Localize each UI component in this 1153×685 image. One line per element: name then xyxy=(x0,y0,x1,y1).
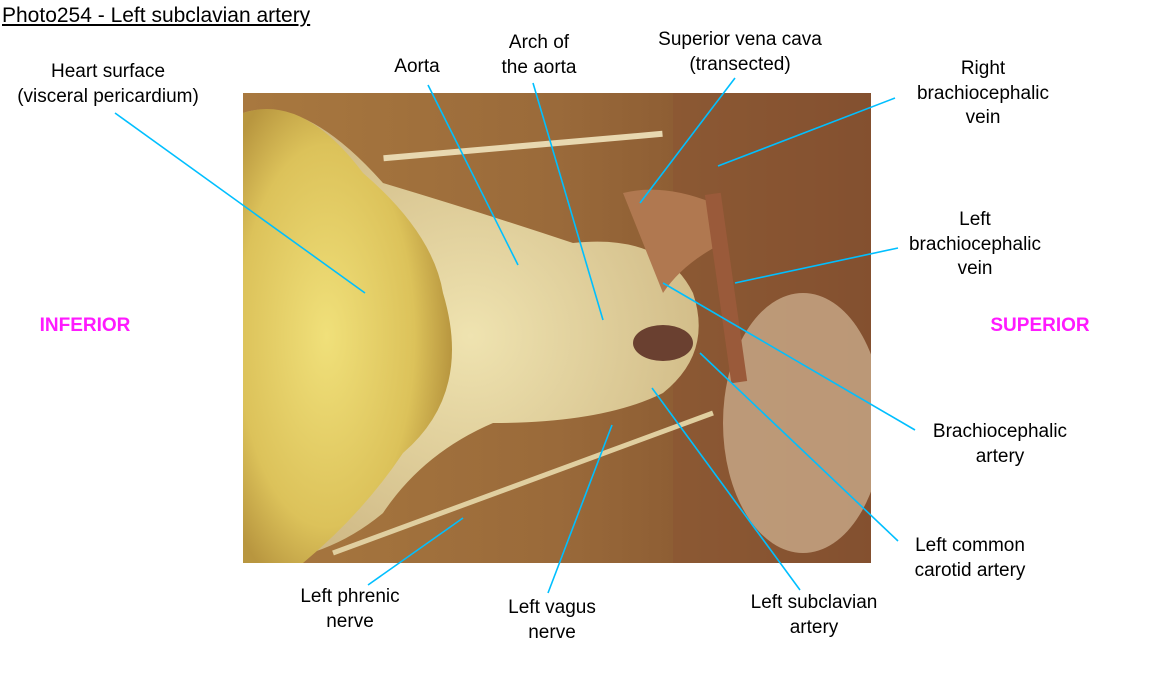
inferior-label: INFERIOR xyxy=(39,315,131,336)
label-aorta: Aorta xyxy=(394,55,439,80)
label-line: Right xyxy=(960,58,1006,79)
label-right-brachiocephalic-vein: Right brachiocephalic vein xyxy=(917,57,1049,131)
label-line: artery xyxy=(975,445,1025,467)
label-line: Left common xyxy=(915,535,1025,556)
leader-arch xyxy=(532,82,604,321)
label-heart-surface: Heart surface (visceral pericardium) xyxy=(17,60,199,109)
leader-lsa xyxy=(651,387,801,591)
label-line: carotid artery xyxy=(914,559,1026,581)
label-line: vein xyxy=(965,107,1001,128)
label-line: the aorta xyxy=(501,56,577,78)
label-line: brachiocephalic xyxy=(908,233,1042,255)
label-arch-of-aorta: Arch of the aorta xyxy=(502,31,577,80)
superior-label: SUPERIOR xyxy=(990,315,1090,336)
label-left-subclavian-artery: Left subclavian artery xyxy=(751,591,878,640)
label-brachiocephalic-artery: Brachiocephalic artery xyxy=(933,420,1067,469)
label-left-brachiocephalic-vein: Left brachiocephalic vein xyxy=(909,208,1041,282)
label-line: Arch of xyxy=(508,32,570,53)
label-line: nerve xyxy=(528,621,576,643)
label-line: artery xyxy=(789,616,839,638)
label-left-common-carotid-artery: Left common carotid artery xyxy=(915,534,1026,583)
label-line: vein xyxy=(957,258,993,279)
dissection-photo xyxy=(243,93,871,563)
leader-lvn xyxy=(547,424,613,594)
leader-heart-surface xyxy=(114,112,366,294)
label-line: Superior vena cava xyxy=(658,29,822,50)
label-line: (visceral pericardium) xyxy=(17,85,199,107)
label-line: brachiocephalic xyxy=(916,82,1050,104)
label-line: Heart surface xyxy=(50,61,166,82)
leader-svc xyxy=(639,77,736,204)
figure-title: Photo254 - Left subclavian artery xyxy=(2,4,311,27)
label-line: Left subclavian xyxy=(750,592,878,613)
leader-rbv xyxy=(717,97,896,167)
leader-aorta xyxy=(427,84,519,266)
label-line: Left phrenic xyxy=(300,586,400,607)
leader-lbv xyxy=(734,247,899,284)
label-superior-vena-cava: Superior vena cava (transected) xyxy=(658,28,822,77)
leader-lpn xyxy=(367,517,464,586)
label-line: Aorta xyxy=(394,56,440,77)
label-line: Left xyxy=(959,209,991,230)
label-line: Left vagus xyxy=(508,597,596,618)
label-left-vagus-nerve: Left vagus nerve xyxy=(508,596,596,645)
label-line: (transected) xyxy=(689,53,791,75)
leader-bca xyxy=(662,282,916,431)
label-left-phrenic-nerve: Left phrenic nerve xyxy=(300,585,399,634)
leader-lcca xyxy=(699,352,899,542)
label-line: Brachiocephalic xyxy=(932,421,1068,442)
label-line: nerve xyxy=(326,610,374,632)
